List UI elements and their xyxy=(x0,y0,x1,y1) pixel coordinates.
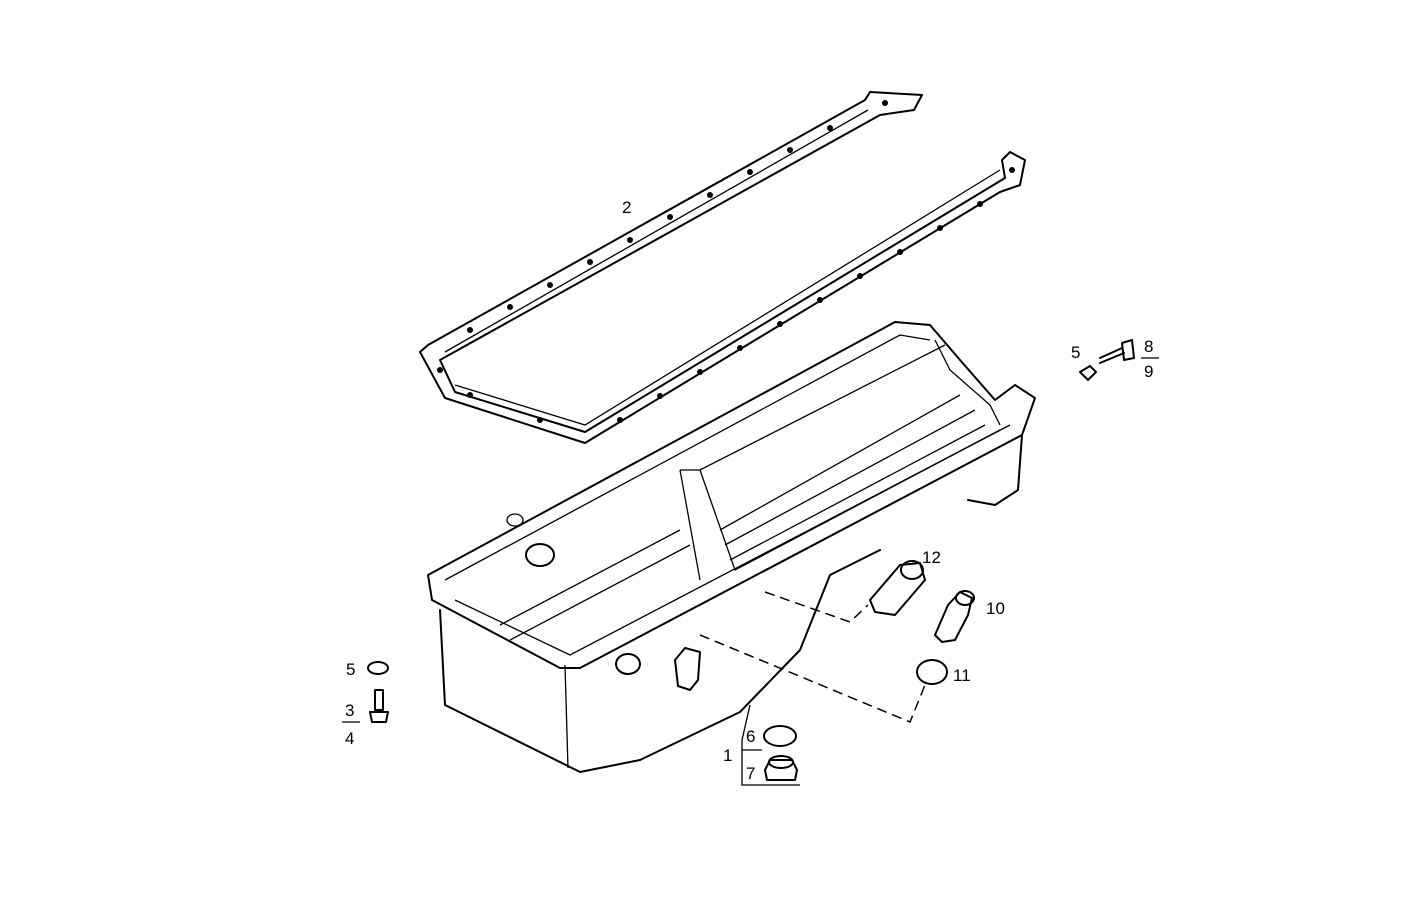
label-bolt-left-a: 3 xyxy=(345,701,354,720)
bolt-right xyxy=(1079,339,1135,381)
label-bolt-right-a: 8 xyxy=(1144,337,1153,356)
label-sensor: 10 xyxy=(986,599,1005,618)
sensor-ring xyxy=(916,659,948,685)
dashed-leader-sensor xyxy=(699,634,926,723)
sensor xyxy=(934,590,975,643)
bolt-left xyxy=(367,661,389,723)
oil-pan xyxy=(427,321,1036,773)
label-sensor-ring: 11 xyxy=(953,666,971,685)
bracket-part-1 xyxy=(741,704,800,786)
label-fitting: 12 xyxy=(922,548,941,567)
label-gasket: 2 xyxy=(622,198,631,217)
label-washer-right: 5 xyxy=(1071,343,1080,362)
gasket xyxy=(419,91,1026,444)
drain-plug xyxy=(764,755,798,781)
fitting xyxy=(869,560,926,616)
label-drain-plug: 7 xyxy=(746,764,755,783)
drain-seal xyxy=(763,725,797,747)
label-washer-left: 5 xyxy=(346,660,355,679)
label-bolt-left-b: 4 xyxy=(345,729,354,748)
label-drain-seal: 6 xyxy=(746,727,755,746)
gasket-bolt-holes xyxy=(437,100,1015,423)
label-bolt-right-b: 9 xyxy=(1144,362,1153,381)
label-oil-pan: 1 xyxy=(723,746,732,765)
